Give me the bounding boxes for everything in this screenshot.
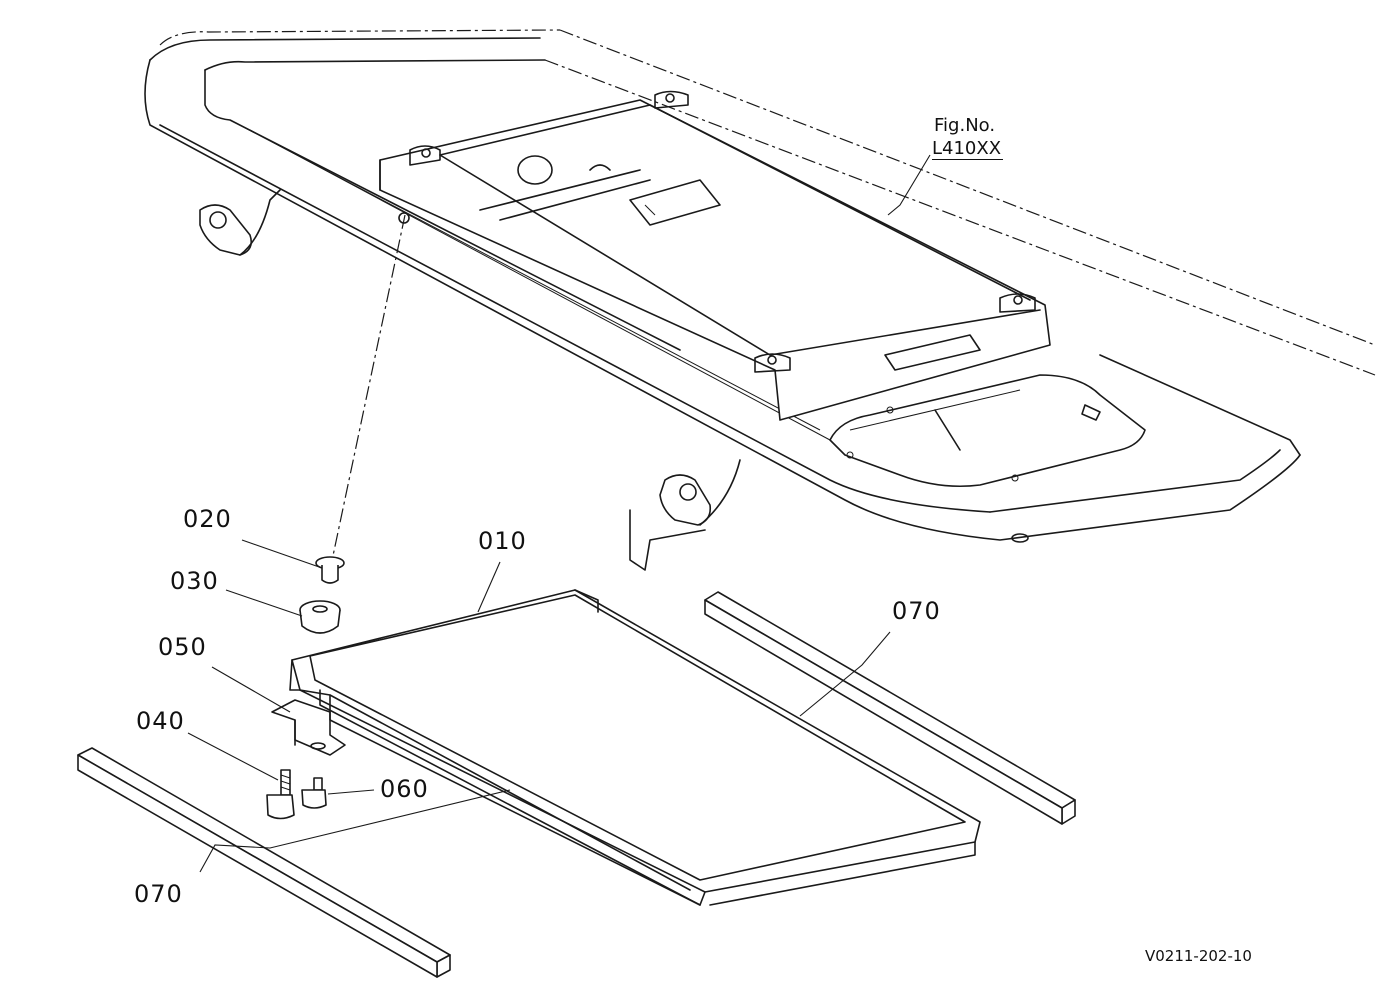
bolt-060 bbox=[301, 777, 327, 809]
bracket-050 bbox=[271, 699, 346, 756]
callout-020: 020 bbox=[183, 505, 232, 533]
callout-070-right: 070 bbox=[892, 597, 941, 625]
cushion-rubber-030 bbox=[299, 600, 341, 634]
callout-010: 010 bbox=[478, 527, 527, 555]
document-id: V0211-202-10 bbox=[1145, 947, 1252, 965]
callout-070-left: 070 bbox=[134, 880, 183, 908]
collar-020 bbox=[315, 556, 345, 584]
callout-040: 040 bbox=[136, 707, 185, 735]
leader-lines bbox=[187, 154, 931, 873]
bolt-040 bbox=[266, 769, 295, 820]
callout-050: 050 bbox=[158, 633, 207, 661]
seal-strip-070-right bbox=[704, 591, 1076, 825]
figure-number-label: Fig.No. bbox=[934, 115, 996, 136]
figure-number-value: L410XX bbox=[932, 138, 1004, 160]
mounting-pan bbox=[379, 90, 1146, 488]
radiator-010 bbox=[289, 589, 981, 906]
vehicle-frame bbox=[144, 29, 1376, 571]
callout-060: 060 bbox=[380, 775, 429, 803]
assembly-centerline bbox=[329, 214, 406, 571]
callout-030: 030 bbox=[170, 567, 219, 595]
seal-strip-070-left bbox=[77, 747, 451, 978]
